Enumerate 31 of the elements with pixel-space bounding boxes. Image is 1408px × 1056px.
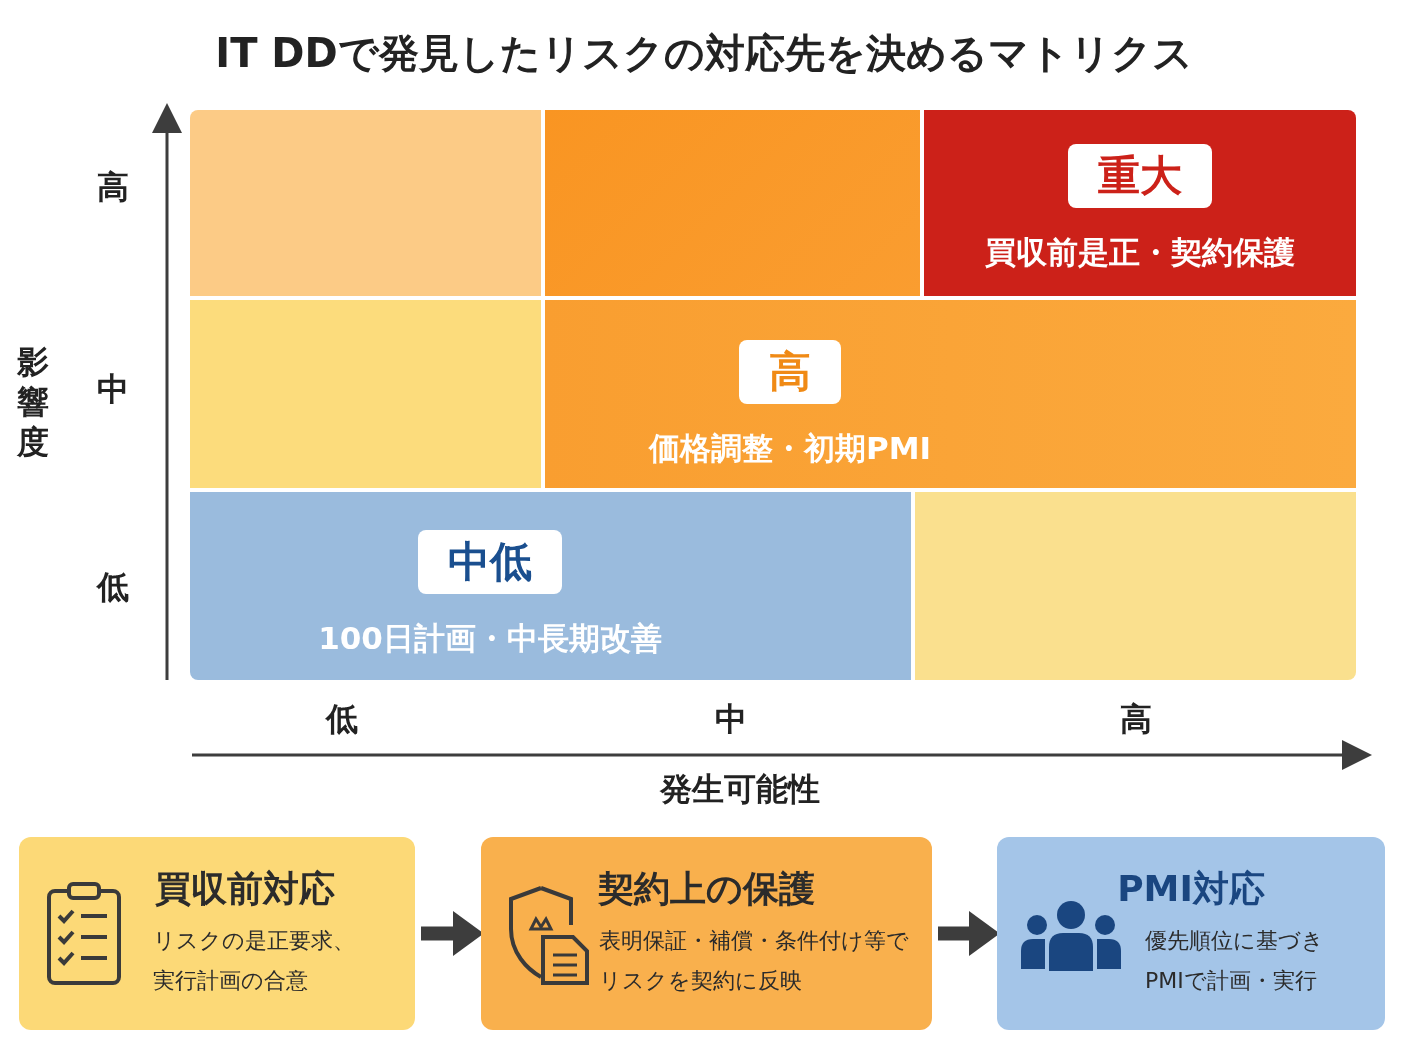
rating-badge: 重大 <box>1068 144 1212 208</box>
title: IT DDで発見したリスクの対応先を決めるマトリクス <box>214 29 1194 78</box>
action-text: 買収前是正・契約保護 <box>985 233 1295 272</box>
card-heading: PMI対応 <box>1116 867 1266 911</box>
axis-tick-label: 中 <box>715 699 747 740</box>
card-body-text: 表明保証・補償・条件付け等でリスクを契約に反映 <box>599 927 910 995</box>
action-text: 価格調整・初期PMI <box>648 429 932 468</box>
action-text: 100日計画・中長期改善 <box>318 619 662 658</box>
card-body-text: 優先順位に基づきPMIで計画・実行 <box>1145 927 1325 995</box>
step-card <box>19 837 415 1030</box>
card-heading: 買収前対応 <box>155 867 335 911</box>
axis-tick-label: 低 <box>326 699 358 740</box>
matrix-cell <box>915 492 1356 680</box>
step-card <box>481 837 932 1030</box>
axis-tick-label: 中 <box>97 369 129 410</box>
axis-tick-label: 低 <box>97 567 129 608</box>
axis-title: 発生可能性 <box>660 769 820 810</box>
matrix-cell <box>190 300 541 488</box>
axis-tick-label: 高 <box>1120 699 1152 740</box>
axis-title: 影響度 <box>17 342 50 462</box>
card-heading: 契約上の保護 <box>597 867 816 911</box>
matrix-cell <box>190 492 911 680</box>
rating-badge: 高 <box>739 340 841 404</box>
step-card <box>997 837 1385 1030</box>
matrix-cell <box>545 300 1356 488</box>
rating-badge: 中低 <box>418 530 562 594</box>
card-body-text: リスクの是正要求、実行計画の合意 <box>153 927 356 995</box>
matrix-cell <box>924 110 1356 296</box>
matrix-cell <box>190 110 541 296</box>
axis-tick-label: 高 <box>97 167 129 208</box>
matrix-cell <box>545 110 920 296</box>
